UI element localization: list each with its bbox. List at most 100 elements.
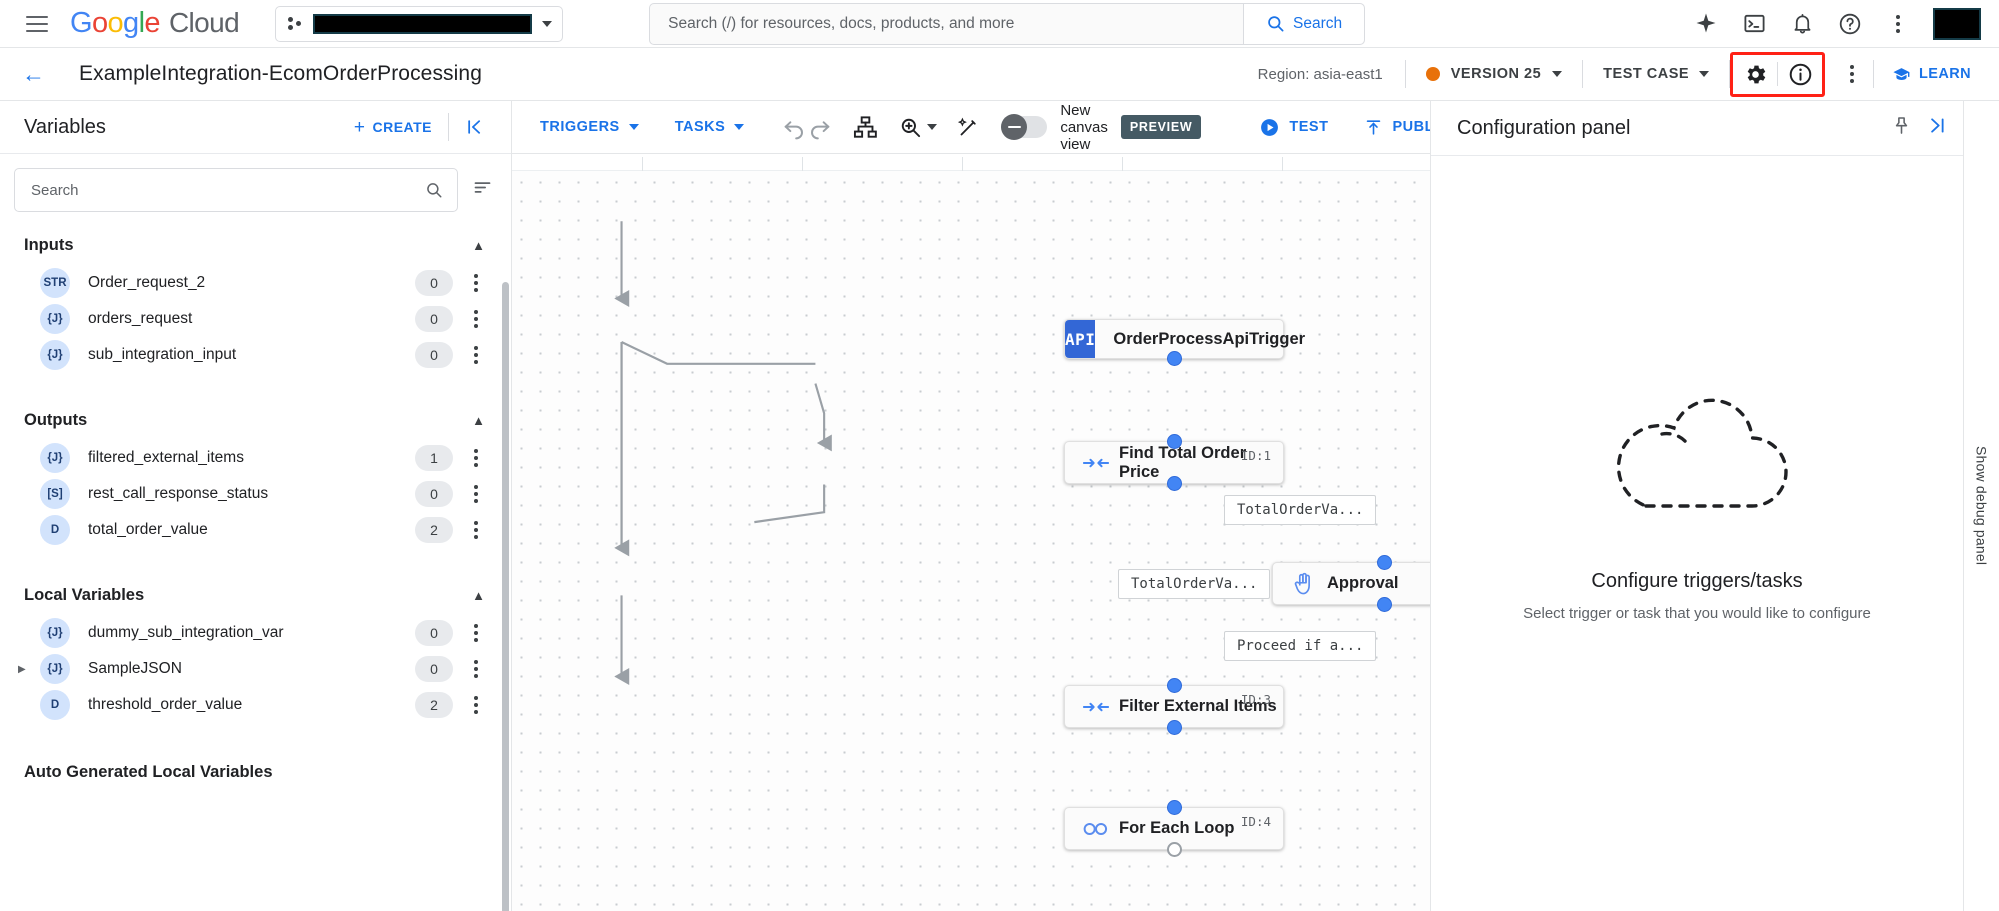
empty-state-title: Configure triggers/tasks [1591,569,1803,592]
row-more-vert-icon[interactable] [461,696,491,714]
show-debug-panel-label[interactable]: Show debug panel [1973,446,1990,566]
info-circle-icon[interactable] [1778,54,1822,94]
test-case-selector[interactable]: TEST CASE [1583,66,1729,82]
help-question-icon[interactable] [1829,3,1871,45]
variable-name: sub_integration_input [88,346,237,363]
row-more-vert-icon[interactable] [461,485,491,503]
pin-icon[interactable] [1891,115,1912,141]
integration-canvas[interactable]: API OrderProcessApiTrigger Find Total Or… [512,154,1430,911]
node-input-port[interactable] [1377,555,1392,570]
triggers-menu-button[interactable]: TRIGGERS [522,119,657,135]
node-for-each-loop[interactable]: For Each Loop ID:4 [1064,800,1284,857]
version-status-dot [1425,67,1440,81]
sidebar-scrollbar[interactable] [502,282,509,911]
create-variable-button[interactable]: + CREATE [342,118,444,137]
list-item[interactable]: ▶ {J} SampleJSON 0 [0,651,511,687]
project-picker[interactable] [275,5,564,42]
variables-search-input[interactable] [31,181,425,199]
collapse-right-icon[interactable] [1926,115,1947,141]
arrow-back-icon[interactable]: ← [22,60,45,87]
notifications-bell-icon[interactable] [1781,3,1823,45]
gear-icon[interactable] [1733,54,1777,94]
canvas-area: TRIGGERS TASKS [512,101,1743,911]
variables-list[interactable]: Inputs ▲ STR Order_request_2 0 {J} order… [0,222,511,911]
row-more-vert-icon[interactable] [461,346,491,364]
row-more-vert-icon[interactable] [461,660,491,678]
list-item[interactable]: D threshold_order_value 2 [0,687,511,723]
variable-count: 0 [415,620,453,646]
gemini-sparkle-icon[interactable] [1685,3,1727,45]
row-more-vert-icon[interactable] [461,624,491,642]
row-more-vert-icon[interactable] [461,449,491,467]
row-more-vert-icon[interactable] [461,274,491,292]
edge-label[interactable]: Proceed if a... [1224,631,1377,661]
list-item[interactable]: D total_order_value 2 [0,512,511,548]
node-approval[interactable]: Approval ID:2 [1272,555,1430,612]
row-more-vert-icon[interactable] [461,521,491,539]
global-search[interactable]: Search [649,2,1366,45]
approval-hand-icon [1281,572,1327,596]
node-find-total-order-price[interactable]: Find Total Order Price ID:1 [1064,434,1284,491]
variable-count: 0 [415,306,453,332]
section-header-local-variables[interactable]: Local Variables ▲ [0,572,511,615]
node-input-port[interactable] [1167,678,1182,693]
main-body: Variables + CREATE [0,101,1999,911]
version-selector[interactable]: VERSION 25 [1406,66,1582,82]
node-output-port[interactable] [1167,720,1182,735]
node-order-process-api-trigger[interactable]: API OrderProcessApiTrigger [1064,319,1305,366]
new-canvas-view-toggle[interactable] [1001,114,1048,140]
canvas-toolbar: TRIGGERS TASKS [512,101,1743,154]
row-more-vert-icon[interactable] [461,310,491,328]
list-item[interactable]: STR Order_request_2 0 [0,265,511,301]
edge-label[interactable]: TotalOrderVa... [1118,569,1271,599]
section-title: Outputs [24,411,88,429]
user-avatar[interactable] [1933,7,1981,40]
list-item[interactable]: {J} dummy_sub_integration_var 0 [0,615,511,651]
variable-name: threshold_order_value [88,696,243,713]
chevron-up-icon[interactable]: ▲ [472,238,485,253]
variables-search-box[interactable] [14,168,458,212]
sort-filter-icon[interactable] [472,177,493,203]
debug-panel-rail[interactable]: Show debug panel [1963,101,1999,911]
data-mapping-icon [1073,697,1119,717]
section-header-auto-generated[interactable]: Auto Generated Local Variables [0,749,511,792]
variable-name: rest_call_response_status [88,485,269,502]
node-output-port[interactable] [1167,351,1182,366]
hamburger-menu-icon[interactable] [14,1,60,47]
test-button[interactable]: TEST [1241,117,1346,138]
list-item[interactable]: {J} orders_request 0 [0,301,511,337]
node-input-port[interactable] [1167,800,1182,815]
list-item[interactable]: {J} filtered_external_items 1 [0,440,511,476]
expand-triangle-icon[interactable]: ▶ [18,663,26,675]
variable-count: 2 [415,517,453,543]
list-item[interactable]: {J} sub_integration_input 0 [0,337,511,373]
chevron-up-icon[interactable]: ▲ [472,588,485,603]
search-button[interactable]: Search [1242,3,1365,44]
chevron-up-icon[interactable]: ▲ [472,413,485,428]
chevron-down-icon [1552,71,1563,77]
node-label: Filter External Items [1119,697,1277,715]
title-more-vert-icon[interactable] [1831,53,1873,95]
undo-icon[interactable] [782,107,807,147]
list-item[interactable]: [S] rest_call_response_status 0 [0,476,511,512]
section-header-inputs[interactable]: Inputs ▲ [0,222,511,265]
node-input-port[interactable] [1167,434,1182,449]
magic-wand-icon[interactable] [957,107,981,147]
zoom-in-icon[interactable] [899,107,938,147]
tasks-menu-button[interactable]: TASKS [657,119,763,135]
node-filter-external-items[interactable]: Filter External Items ID:3 [1064,678,1284,735]
collapse-left-icon[interactable] [448,113,503,141]
learn-button[interactable]: LEARN [1874,65,1985,84]
node-output-port[interactable] [1167,842,1182,857]
cloud-shell-terminal-icon[interactable] [1733,3,1775,45]
node-output-port[interactable] [1167,476,1182,491]
auto-layout-icon[interactable] [852,107,879,147]
redo-icon[interactable] [807,107,832,147]
search-input[interactable] [650,3,1243,44]
edge-label[interactable]: TotalOrderVa... [1224,495,1377,525]
section-header-outputs[interactable]: Outputs ▲ [0,397,511,440]
variable-type-badge: D [40,515,70,545]
header-more-vert-icon[interactable] [1877,3,1919,45]
node-output-port[interactable] [1377,597,1392,612]
